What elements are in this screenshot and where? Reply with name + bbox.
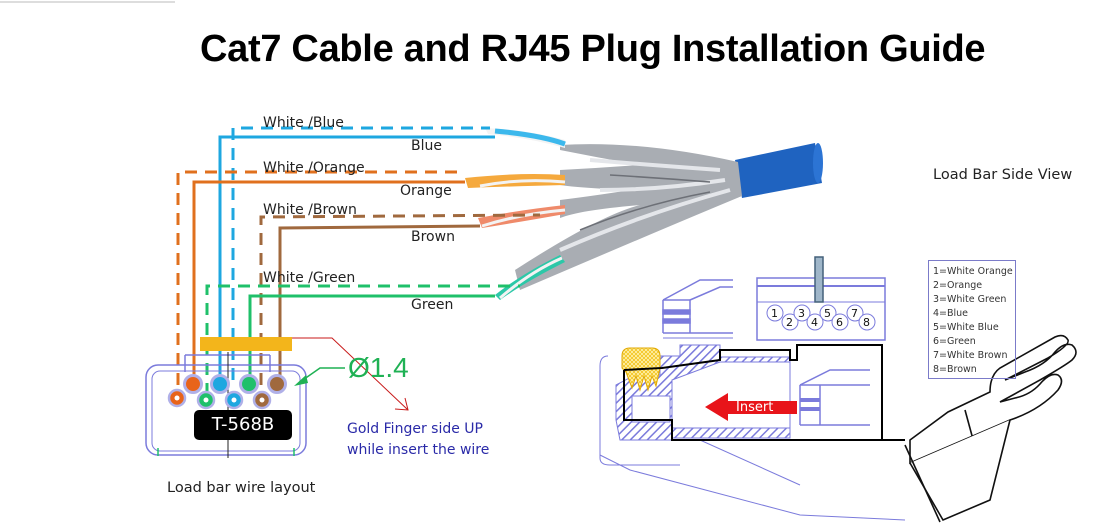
label-green: Green: [411, 297, 454, 313]
plug-cross-section: [599, 344, 906, 521]
wire-white-brown: [259, 213, 541, 385]
cable-illustration: [465, 128, 823, 300]
load-bar-caption: Load bar wire layout: [167, 480, 316, 496]
label-blue: Blue: [411, 138, 442, 154]
side-view-label: Load Bar Side View: [933, 167, 1073, 183]
load-bar-side-view: [662, 279, 733, 339]
pin-2: 2: [786, 316, 793, 329]
wire-orange: [192, 180, 465, 380]
hand-icon: [904, 334, 1077, 523]
label-white-green: White /Green: [263, 270, 356, 286]
pin-block: 1 2 3 4 5 6 7 8: [756, 256, 886, 341]
wire-brown: [278, 224, 481, 380]
legend-item: 8=Brown: [933, 364, 977, 375]
pin-3: 3: [798, 307, 805, 320]
wire-paths: [176, 126, 541, 395]
label-brown: Brown: [411, 229, 455, 245]
page-title: Cat7 Cable and RJ45 Plug Installation Gu…: [200, 28, 986, 70]
wire-white-blue: [231, 126, 490, 380]
gold-finger-note: Gold Finger side UP while insert the wir…: [347, 419, 489, 461]
note-line-2: while insert the wire: [347, 442, 490, 458]
legend-item: 5=White Blue: [933, 322, 999, 333]
legend-item: 4=Blue: [933, 308, 969, 319]
standard-badge: T-568B: [194, 410, 292, 440]
pin-5: 5: [824, 307, 831, 320]
label-white-brown: White /Brown: [263, 202, 357, 218]
load-bar-front: [145, 337, 307, 458]
insert-arrow-icon: [705, 393, 797, 421]
pin-7: 7: [851, 307, 858, 320]
legend-item: 7=White Brown: [933, 350, 1008, 361]
label-white-blue: White /Blue: [263, 115, 344, 131]
pin-8: 8: [863, 316, 870, 329]
pin-1: 1: [771, 307, 778, 320]
wire-white-orange: [176, 170, 465, 385]
label-white-orange: White /Orange: [263, 160, 365, 176]
label-orange: Orange: [400, 183, 452, 199]
gold-finger-leader: [292, 337, 409, 411]
pinout-legend: 1=White Orange 2=Orange 3=White Green 4=…: [928, 260, 1016, 379]
legend-item: 6=Green: [933, 336, 976, 347]
wire-blue: [218, 135, 495, 380]
legend-item: 1=White Orange: [933, 266, 1013, 277]
legend-item: 3=White Green: [933, 294, 1007, 305]
pin-6: 6: [836, 316, 843, 329]
note-line-1: Gold Finger side UP: [347, 421, 483, 437]
diameter-label: Ø1.4: [348, 352, 409, 383]
wire-white-green: [205, 284, 520, 395]
insert-label: Insert: [736, 400, 774, 415]
diameter-leader: [294, 367, 345, 386]
pin-4: 4: [811, 316, 818, 329]
legend-item: 2=Orange: [933, 280, 983, 291]
